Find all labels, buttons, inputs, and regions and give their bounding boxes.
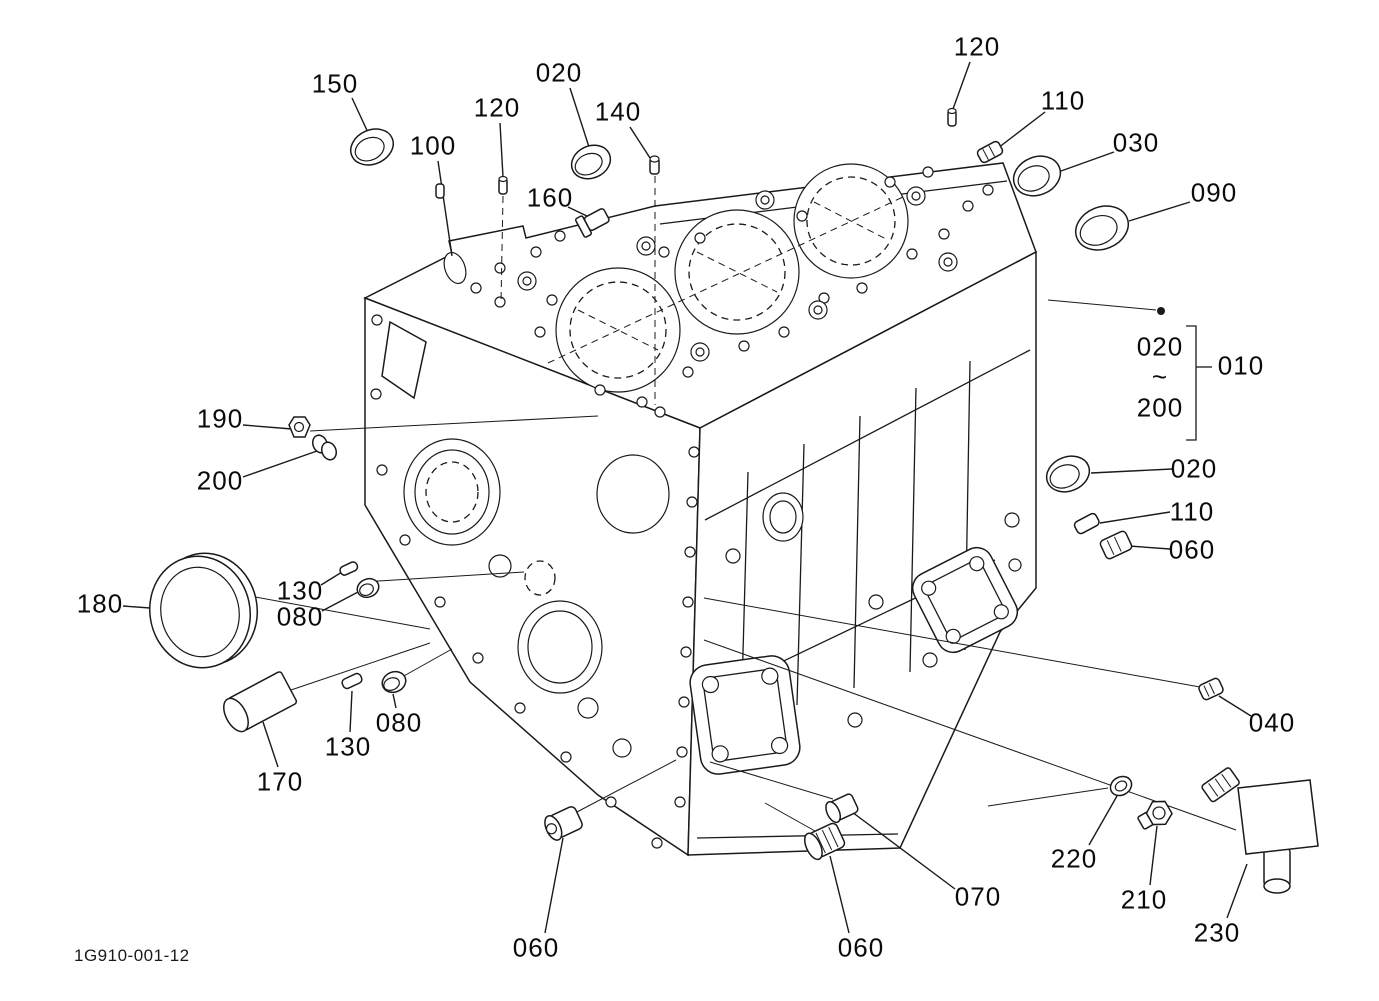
part-cup-plug-020-top: [570, 144, 612, 180]
part-plug-110-top: [976, 140, 1004, 164]
callout-label-150: 150: [311, 68, 359, 99]
range-from-label: 020: [1136, 331, 1184, 362]
part-bolt-160: [575, 208, 610, 238]
detached-parts: [148, 107, 1319, 894]
part-plug-110-mid: [1073, 512, 1100, 535]
callout-label-020-mid: 020: [1170, 453, 1218, 484]
range-tilde: ~: [1151, 361, 1169, 392]
leader-line-040: [1218, 695, 1252, 717]
leader-line-160: [567, 206, 590, 218]
leader-line-020-mid: [1090, 468, 1173, 474]
part-stud-140: [649, 155, 660, 175]
part-elbow-fitting-230: [1201, 767, 1319, 894]
callout-label-060-bottom-mid: 060: [837, 932, 885, 963]
range-to-label: 200: [1136, 392, 1184, 423]
part-bearing-case-180: [148, 552, 259, 669]
callout-label-060-bottom-left: 060: [512, 932, 560, 963]
callout-label-040: 040: [1248, 707, 1296, 738]
leader-line-060-right: [1128, 545, 1171, 550]
leader-line-230: [1226, 863, 1248, 919]
part-plug-060-right: [1099, 530, 1133, 560]
part-bolt-210: [1137, 800, 1173, 830]
callout-label-210: 210: [1120, 884, 1168, 915]
part-plug-070: [825, 793, 859, 824]
callout-label-110-top: 110: [1040, 85, 1086, 116]
callout-label-130-lower: 130: [324, 731, 372, 762]
leader-line-110-top: [997, 111, 1046, 149]
callout-label-080-lower: 080: [375, 707, 423, 738]
leader-line-060-bottom-left: [544, 837, 564, 934]
callout-label-140: 140: [594, 96, 642, 127]
callout-label-070: 070: [954, 881, 1002, 912]
leader-line-090: [1128, 201, 1191, 222]
leader-lines: [122, 61, 1252, 934]
callout-label-020-top: 020: [535, 57, 583, 88]
crankcase-side-details: [689, 349, 1031, 839]
leader-line-170: [262, 721, 279, 768]
part-cup-plug-020-mid: [1045, 455, 1091, 493]
leader-line-130-lower: [349, 690, 353, 733]
leader-line-030: [1060, 151, 1115, 172]
leader-line-130-upper: [320, 571, 343, 586]
leader-line-120-right: [952, 61, 971, 110]
engine-block-illustration: [363, 162, 1037, 857]
callout-label-190: 190: [196, 403, 244, 434]
callout-label-120-left: 120: [473, 92, 521, 123]
callout-label-230: 230: [1193, 917, 1241, 948]
callout-label-100: 100: [409, 130, 457, 161]
part-pin-100: [435, 183, 445, 199]
leader-line-060-bottom-mid: [829, 855, 850, 934]
pin-axis-line: [500, 195, 504, 303]
part-pin-130-lower: [341, 672, 363, 690]
part-washer-220: [1109, 775, 1133, 797]
leader-line-080-upper: [321, 591, 359, 612]
leader-line-190: [242, 424, 293, 430]
leader-line-080-lower: [392, 693, 397, 709]
callout-label-110-mid: 110: [1169, 496, 1215, 527]
leader-line-020-top: [569, 87, 590, 148]
part-cup-plug-090: [1075, 205, 1129, 251]
callout-label-030: 030: [1112, 127, 1160, 158]
callout-label-180: 180: [76, 588, 124, 619]
callout-label-200: 200: [196, 465, 244, 496]
part-cup-080-upper: [356, 577, 380, 599]
callout-label-090: 090: [1190, 177, 1238, 208]
leader-line-210: [1149, 825, 1158, 886]
part-cup-080-lower: [381, 670, 407, 694]
range-bracket: [1157, 307, 1212, 441]
part-piston-pin-170: [223, 671, 298, 733]
callout-label-170: 170: [256, 766, 304, 797]
callout-label-010: 010: [1217, 350, 1265, 381]
connector-lines: [249, 299, 1237, 832]
front-face-details: [370, 314, 700, 849]
part-pin-130-upper: [339, 561, 359, 576]
leader-line-140: [629, 126, 651, 159]
leader-line-220: [1088, 795, 1118, 846]
callout-label-080-upper: 080: [276, 601, 324, 632]
part-washer-200: [311, 434, 338, 461]
part-plug-040: [1198, 677, 1224, 701]
part-plug-060-bottom-mid: [803, 822, 846, 861]
part-pin-120-right: [947, 107, 957, 127]
leader-line-120-left: [499, 122, 504, 178]
part-cup-plug-030: [1012, 155, 1062, 197]
callout-label-130-upper: 130: [276, 575, 324, 606]
part-nut-190: [288, 416, 311, 438]
callout-label-120-right: 120: [953, 31, 1001, 62]
part-plug-060-bottom-left: [544, 806, 583, 841]
leader-line-110-mid: [1099, 511, 1171, 524]
callout-label-160: 160: [526, 182, 574, 213]
part-cup-plug-150: [349, 128, 395, 166]
callout-label-060-right: 060: [1168, 534, 1216, 565]
leader-line-070: [851, 811, 956, 890]
drawing-code: 1G910-001-12: [74, 946, 190, 965]
leader-line-180: [122, 605, 151, 609]
part-pin-120-left: [498, 175, 508, 195]
callout-label-220: 220: [1050, 843, 1098, 874]
leader-line-200: [242, 450, 318, 478]
leader-line-100: [437, 160, 453, 257]
